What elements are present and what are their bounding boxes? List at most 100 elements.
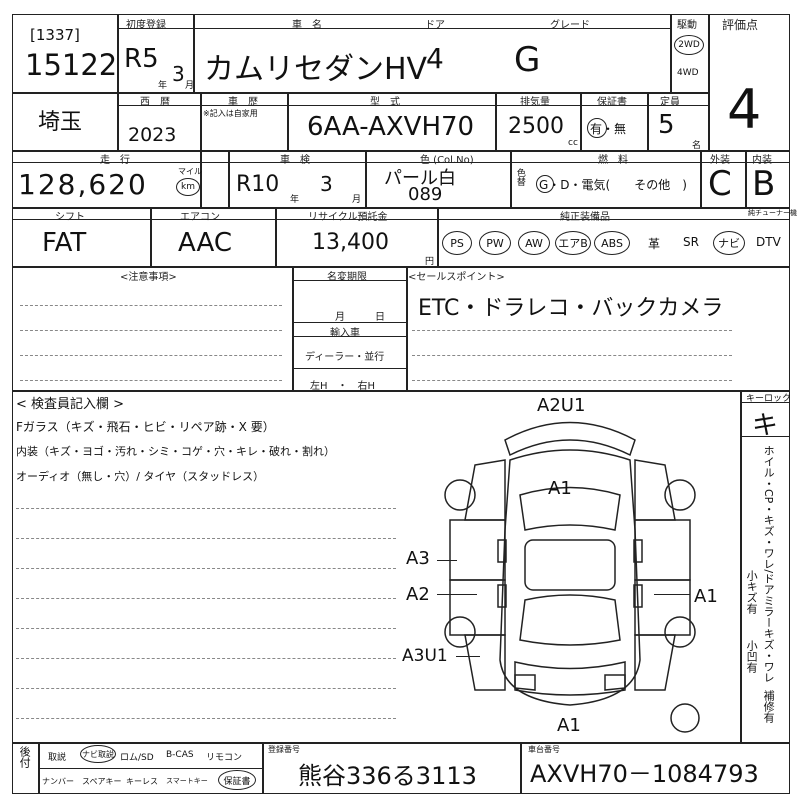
- tuning-label: 純チューナー機: [748, 209, 797, 217]
- handle: 左H ・ 右H: [310, 381, 376, 392]
- footer-item-warranty: 保証書: [218, 770, 256, 790]
- capacity: 5: [658, 110, 675, 140]
- chassis: AXVH70－1084793: [530, 760, 759, 788]
- shift: FAT: [42, 228, 87, 258]
- western-year: 2023: [128, 124, 177, 146]
- option-leather: 革: [648, 237, 661, 251]
- damage-left-front-door: A3: [406, 548, 430, 569]
- options-label: 純正装備品: [560, 212, 610, 223]
- keylock: キ: [752, 411, 779, 441]
- inspector-line-glass: Fガラス（キズ・飛石・ヒビ・リペア跡・X 要）: [16, 420, 275, 434]
- dealer: ディーラー・並行: [305, 352, 385, 363]
- option-abs: ABS: [594, 231, 630, 255]
- inspection: R10: [236, 172, 280, 197]
- score-label: 評価点: [722, 18, 759, 32]
- miles-unit: マイル: [178, 167, 202, 176]
- color-label: 色 (Col.No): [420, 155, 474, 166]
- warranty-yes-mark: [587, 118, 607, 138]
- recycle-label: リサイクル預託金: [308, 212, 388, 223]
- option-pw: PW: [479, 231, 511, 255]
- car-damage-diagram: [444, 421, 700, 733]
- reg-number: 熊谷336る3113: [298, 762, 477, 790]
- score: 4: [727, 78, 762, 141]
- drive-4wd: 4WD: [677, 68, 699, 78]
- lot-code: [1337]: [30, 26, 80, 44]
- repair-note: 補修有: [762, 690, 776, 723]
- grade-label: グレード: [550, 20, 590, 31]
- option-navi: ナビ: [713, 231, 745, 255]
- first-reg-month: 3: [172, 62, 185, 86]
- footer-item-smart-key: スマートキー: [166, 777, 208, 785]
- displacement-label: 排気量: [520, 97, 550, 108]
- inspector-line-audio: オーディオ（無し・穴）/ タイヤ（スタッドレス）: [16, 470, 265, 483]
- inspector-line-interior: 内装（キズ・ヨゴ・汚れ・シミ・コゲ・穴・キレ・破れ・割れ）: [16, 445, 335, 458]
- history-label: 車 歴: [228, 97, 258, 108]
- capacity-label: 定員: [660, 97, 680, 108]
- km-mark: km: [176, 178, 200, 196]
- drive-label: 駆動: [677, 20, 697, 31]
- damage-left-rear-door: A2: [406, 584, 430, 605]
- car-name: カムリセダンHV: [204, 52, 428, 87]
- footer-item-spare-key: スペアキー: [82, 777, 122, 786]
- keylock-label: キーロック: [746, 394, 792, 404]
- model: 6AA-AXVH70: [307, 112, 475, 142]
- doors: 4: [426, 42, 444, 75]
- inspection-label: 車 検: [280, 155, 310, 166]
- wheel-cap-notes: ホイル・CP・キズ・ワレ/ドアミラーキズ・ワレ: [762, 445, 776, 684]
- grade: G: [514, 40, 541, 80]
- aftermarket-label: 後付: [18, 746, 32, 768]
- displacement: 2500: [508, 114, 564, 139]
- footer-item-remote: リモコン: [206, 753, 243, 763]
- caution-label: <注意事項>: [120, 272, 177, 283]
- footer-item-manual: 取説: [48, 753, 67, 763]
- color-change-label: 色替: [514, 168, 525, 186]
- chassis-label: 車台番号: [528, 745, 560, 754]
- first-reg-era: R5: [124, 44, 159, 74]
- car-name-label: 車 名: [292, 20, 322, 31]
- fuel-label: 燃 料: [598, 155, 628, 166]
- sales-point: ETC・ドラレコ・バックカメラ: [418, 296, 724, 321]
- first-reg-label: 初度登録: [126, 20, 166, 31]
- sheet-frame: [12, 14, 790, 794]
- footer-item-bcas: B-CAS: [166, 750, 194, 760]
- exterior-label: 外装: [710, 155, 730, 166]
- lot-number: 15122: [25, 48, 118, 82]
- warranty-label: 保証書: [597, 97, 627, 108]
- small-scratch-note: 小キズ有: [745, 570, 759, 614]
- name-change-label: 名変期限: [327, 272, 367, 283]
- option-sr: SR: [683, 235, 699, 249]
- option-airbag: エアB: [555, 231, 591, 255]
- footer-item-navi-manual: ナビ取説: [80, 745, 116, 763]
- option-aw: AW: [518, 231, 550, 255]
- exterior: C: [708, 164, 732, 204]
- damage-left-rear-fender: A3U1: [402, 646, 448, 666]
- doors-label: ドア: [425, 20, 445, 31]
- reg-number-label: 登録番号: [268, 745, 300, 754]
- warranty: 有・無: [590, 122, 627, 136]
- shift-label: シフト: [55, 212, 85, 223]
- western-label: 西 暦: [140, 97, 170, 108]
- damage-front-bumper: A2U1: [537, 395, 586, 416]
- mileage: 128,620: [18, 168, 148, 201]
- small-dent-note: 小凹有: [745, 640, 759, 673]
- option-ps: PS: [442, 231, 472, 255]
- color: パール白: [384, 168, 456, 189]
- sales-point-label: <セールスポイント>: [408, 272, 505, 283]
- region: 埼玉: [38, 110, 83, 135]
- footer-item-keyless: キーレス: [126, 777, 158, 786]
- aircon: AAC: [178, 228, 232, 258]
- damage-hood: A1: [548, 478, 572, 499]
- interior: B: [752, 164, 776, 204]
- color-code: 089: [408, 184, 443, 205]
- footer-item-number: ナンバー: [42, 777, 74, 786]
- inspection-month: 3: [320, 172, 333, 196]
- history-note: ※記入は自家用: [203, 109, 258, 118]
- recycle: 13,400: [312, 230, 389, 255]
- drive-2wd: 2WD: [674, 35, 704, 55]
- footer-item-rom: ロム/SD: [120, 753, 154, 763]
- mileage-label: 走 行: [100, 155, 130, 166]
- inspector-label: < 検査員記入欄 >: [16, 397, 125, 412]
- aircon-label: エアコン: [180, 212, 220, 223]
- name-change-date: 月 日: [335, 312, 385, 323]
